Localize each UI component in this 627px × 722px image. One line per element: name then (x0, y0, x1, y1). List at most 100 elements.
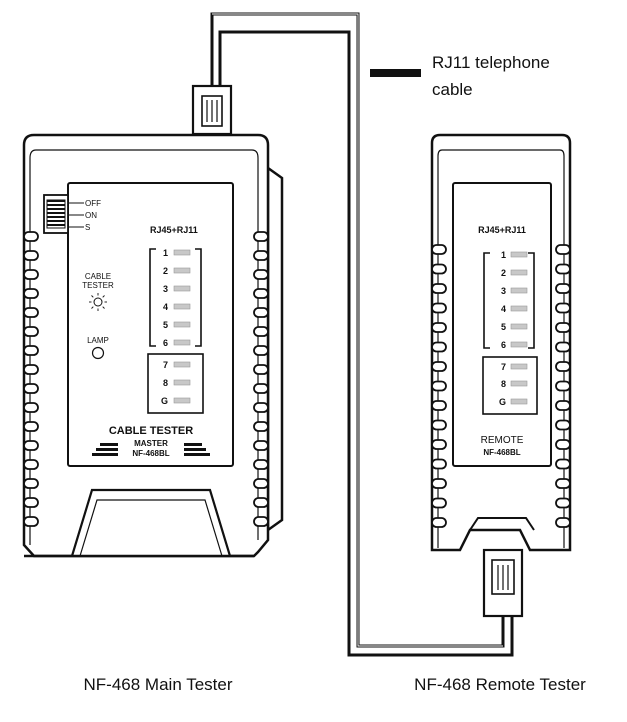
remote-grip-slot (431, 439, 447, 450)
remote-pin-1: 1 (501, 250, 506, 260)
remote-grip-slot (431, 458, 447, 470)
main-brand-stripes (92, 443, 210, 456)
main-pin-group1-bracket (149, 248, 202, 347)
remote-tester: RJ45+RJ11 1 2 3 4 5 6 7 8 G REMOTE NF-46… (430, 133, 572, 618)
remote-grip-slot (431, 302, 447, 314)
main-pin-6: 6 (163, 338, 168, 348)
remote-grip-slot (431, 341, 447, 353)
main-grip-slot (23, 497, 39, 508)
main-grip-slot (253, 231, 269, 242)
main-led-bar (173, 361, 191, 368)
main-grip-slot (23, 231, 39, 242)
main-grip-slot (23, 478, 39, 489)
remote-grip-slot (555, 283, 571, 294)
main-rj11-plug (191, 84, 233, 136)
remote-grip-slot (555, 458, 571, 470)
main-grip-slot (253, 459, 269, 470)
remote-grip-slot (431, 244, 447, 255)
main-pin-5: 5 (163, 320, 168, 330)
switch-s-label: S (85, 223, 90, 232)
main-led-bar (173, 321, 191, 328)
main-grip-slot (23, 383, 39, 394)
main-grip-slot (253, 478, 269, 489)
power-switch[interactable] (43, 194, 69, 234)
remote-pin-4: 4 (501, 304, 506, 314)
main-grip-slot (23, 307, 39, 318)
main-grip-slot (253, 288, 269, 299)
remote-left-grip (431, 244, 447, 528)
main-grip-slot (23, 459, 39, 470)
remote-grip-slot (431, 361, 447, 372)
main-led-bar (173, 303, 191, 310)
remote-grip-slot (555, 439, 571, 450)
main-tester: OFF ON S RJ45+RJ11 CABLE TESTER LAMP 1 2… (22, 84, 284, 558)
remote-pin-2: 2 (501, 268, 506, 278)
cable-label-line1: RJ11 telephone (432, 53, 550, 72)
main-grip-slot (253, 516, 269, 527)
remote-grip-slot (555, 380, 571, 392)
main-tester-caption: NF-468 Main Tester (84, 675, 233, 694)
remote-right-grip (555, 244, 571, 528)
main-subtitle: MASTER (134, 439, 168, 448)
remote-led-bar (510, 323, 528, 330)
main-grip-slot (253, 383, 269, 394)
main-pin-g: G (161, 396, 168, 406)
remote-led-bar (510, 398, 528, 405)
remote-grip-slot (431, 380, 447, 392)
main-side-plate (266, 165, 284, 533)
main-grip-slot (23, 288, 39, 299)
remote-pin-6: 6 (501, 340, 506, 350)
main-pin-1: 1 (163, 248, 168, 258)
remote-tester-caption: NF-468 Remote Tester (414, 675, 586, 694)
main-pin-7: 7 (163, 360, 168, 370)
main-led-bar (173, 339, 191, 346)
lamp-label: LAMP (87, 336, 109, 345)
remote-bottom-socket (469, 517, 535, 531)
remote-grip-slot (555, 341, 571, 353)
remote-grip-slot (431, 400, 447, 411)
main-left-grip (23, 231, 39, 527)
remote-title: REMOTE (481, 435, 524, 446)
remote-pin-3: 3 (501, 286, 506, 296)
remote-grip-slot (431, 478, 447, 489)
main-led-bar (173, 285, 191, 292)
cable-tester-led-icon (89, 293, 107, 311)
main-grip-slot (23, 345, 39, 356)
remote-pin-7: 7 (501, 362, 506, 372)
main-grip-slot (253, 307, 269, 318)
main-grip-slot (253, 421, 269, 432)
remote-grip-slot (431, 283, 447, 294)
remote-grip-slot (555, 302, 571, 314)
cable-pointer-bar (370, 69, 421, 77)
main-pin-4: 4 (163, 302, 168, 312)
remote-grip-slot (431, 419, 447, 431)
remote-pin-list-2: 7 8 G (499, 362, 506, 407)
switch-off-label: OFF (85, 199, 101, 208)
remote-pin-g: G (499, 397, 506, 407)
main-grip-slot (253, 364, 269, 375)
main-grip-slot (23, 421, 39, 432)
main-pin-list-1: 1 2 3 4 5 6 (163, 248, 168, 348)
main-grip-slot (23, 440, 39, 451)
remote-grip-slot (431, 517, 447, 528)
main-grip-slot (253, 326, 269, 337)
remote-pin-5: 5 (501, 322, 506, 332)
remote-rj11-plug (482, 548, 524, 618)
remote-pin-group2-box (482, 356, 538, 415)
main-grip-slot (23, 326, 39, 337)
main-led-bar (173, 379, 191, 386)
switch-on-label: ON (85, 211, 97, 220)
remote-grip-slot (431, 322, 447, 333)
main-model: NF-468BL (132, 449, 169, 458)
main-right-grip (253, 231, 269, 527)
remote-led-bar (510, 287, 528, 294)
main-pin-2: 2 (163, 266, 168, 276)
main-led-bars (173, 249, 191, 404)
remote-grip-slot (555, 263, 571, 275)
main-grip-slot (253, 250, 269, 261)
cable-tester-indicator-line1: CABLE (85, 272, 111, 281)
main-header: RJ45+RJ11 (150, 225, 198, 235)
main-grip-slot (23, 402, 39, 413)
rj11-cable (210, 12, 514, 657)
